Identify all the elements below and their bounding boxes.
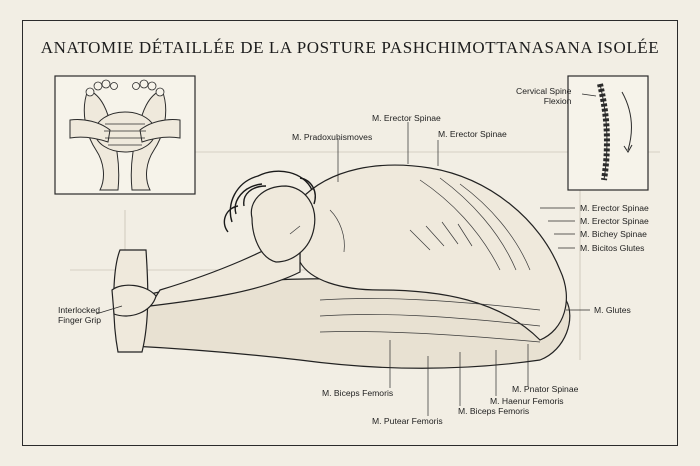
label-pradoxuhismoves: M. Pradoxuhismoves — [292, 132, 373, 142]
inset-hands-feet — [54, 75, 196, 195]
muscle-striations — [289, 177, 541, 343]
label-line: Cervical Spine — [516, 86, 572, 96]
label-putear-femoris: M. Putear Femoris — [372, 416, 443, 426]
label-erector-spinae-top-2: M. Erector Spinae — [438, 129, 507, 139]
label-cervical-spine: Cervical Spine Flexion — [516, 86, 571, 106]
label-interlocked-grip: Interlocked Finger Grip — [58, 305, 101, 325]
label-pnator-spinae: M. Pnator Spinae — [512, 384, 579, 394]
label-line: Interlocked — [58, 305, 101, 315]
label-haenur-femoris: M. Haenur Femoris — [490, 396, 564, 406]
label-erector-spinae-right-1: M. Erector Spinae — [580, 203, 649, 213]
label-glutes: M. Glutes — [594, 305, 631, 315]
outer-frame — [22, 20, 678, 446]
label-line: Finger Grip — [58, 315, 101, 325]
label-line: Flexion — [543, 96, 572, 106]
figure-body — [111, 164, 571, 369]
label-erector-spinae-right-2: M. Erector Spinae — [580, 216, 649, 226]
leader-lines — [95, 93, 597, 416]
label-biceps-femoris-1: M. Biceps Femoris — [322, 388, 394, 398]
label-biceps-femoris-2: M. Biceps Femoris — [458, 406, 530, 416]
hair — [223, 170, 316, 233]
page-title: ANATOMIE DÉTAILLÉE DE LA POSTURE PASHCHI… — [40, 38, 660, 57]
label-erector-spinae-top: M. Erector Spinae — [372, 113, 441, 123]
label-bicitos-glutes: M. Bicitos Glutes — [580, 243, 645, 253]
label-bichey-spinae: M. Bichey Spinae — [580, 229, 647, 239]
inset-cervical-spine — [567, 75, 649, 191]
